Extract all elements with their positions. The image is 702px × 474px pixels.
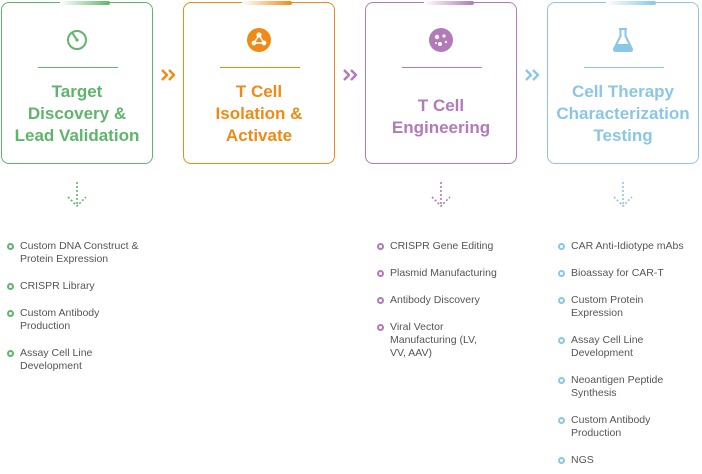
- card-accent-bar: [424, 1, 474, 5]
- stage-title: T Cell Engineering: [366, 95, 516, 139]
- bullet-icon: [7, 310, 14, 317]
- stage-title-line: Target: [51, 82, 103, 101]
- chevron-right-icon: [161, 69, 176, 81]
- stage-title-line: T Cell: [417, 96, 465, 115]
- bullet-icon: [7, 283, 14, 290]
- bullet-icon: [558, 417, 565, 424]
- bullet-icon: [558, 457, 565, 464]
- card-divider: [220, 67, 300, 68]
- card-divider: [584, 67, 664, 68]
- cell-icon: [366, 25, 516, 55]
- down-arrow-icon: [67, 182, 87, 208]
- stage-title-line: Cell Therapy: [571, 82, 675, 101]
- stage-title: Target Discovery & Lead Validation: [2, 81, 152, 147]
- stage-card-target-discovery: Target Discovery & Lead Validation: [1, 1, 153, 164]
- list-item: Viral Vector Manufacturing (LV, VV, AAV): [376, 321, 490, 360]
- network-icon: [184, 25, 334, 55]
- stage-card-t-cell-isolation: T Cell Isolation & Activate: [183, 1, 335, 164]
- stage-title-line: T Cell: [235, 82, 283, 101]
- flask-icon: [548, 25, 698, 55]
- stage-title-line: Activate: [225, 126, 293, 145]
- chevron-right-icon: [343, 69, 358, 81]
- list-item: Antibody Discovery: [376, 294, 526, 307]
- list-item: Plasmid Manufacturing: [376, 267, 526, 280]
- list-item: Assay Cell Line Development: [6, 347, 130, 373]
- list-item: Custom DNA Construct & Protein Expressio…: [6, 240, 156, 266]
- chevron-right-icon: [525, 69, 540, 81]
- bullet-icon: [558, 270, 565, 277]
- stage-title: T Cell Isolation & Activate: [184, 81, 334, 147]
- card-divider: [402, 67, 482, 68]
- list-item: CRISPR Gene Editing: [376, 240, 526, 253]
- list-item: Custom Protein Expression: [557, 294, 671, 320]
- list-item: CAR Anti-Idiotype mAbs: [557, 240, 699, 253]
- bullet-icon: [558, 337, 565, 344]
- list-item: Assay Cell Line Development: [557, 334, 681, 360]
- service-list-cell-therapy-testing: CAR Anti-Idiotype mAbs Bioassay for CAR-…: [557, 240, 699, 467]
- bullet-icon: [558, 297, 565, 304]
- stage-card-cell-therapy-testing: Cell Therapy Characterization Testing: [547, 1, 699, 164]
- list-item: Bioassay for CAR-T: [557, 267, 699, 280]
- stage-title-line: Engineering: [391, 118, 491, 137]
- list-item: NGS: [557, 454, 699, 467]
- service-list-t-cell-engineering: CRISPR Gene Editing Plasmid Manufacturin…: [376, 240, 526, 360]
- down-arrow-icon: [613, 182, 633, 208]
- list-item: CRISPR Library: [6, 280, 156, 293]
- bullet-icon: [558, 243, 565, 250]
- card-accent-bar: [60, 1, 110, 5]
- gauge-icon: [2, 25, 152, 55]
- stage-card-t-cell-engineering: T Cell Engineering: [365, 1, 517, 164]
- list-item: Custom Antibody Production: [557, 414, 676, 440]
- stage-title: Cell Therapy Characterization Testing: [548, 81, 698, 147]
- stage-title-line: Testing: [593, 126, 653, 145]
- bullet-icon: [377, 270, 384, 277]
- stage-title-line: Lead Validation: [14, 126, 140, 145]
- bullet-icon: [377, 243, 384, 250]
- card-accent-bar: [242, 1, 292, 5]
- bullet-icon: [7, 243, 14, 250]
- card-divider: [38, 67, 118, 68]
- bullet-icon: [7, 350, 14, 357]
- down-arrow-icon: [431, 182, 451, 208]
- card-accent-bar: [606, 1, 656, 5]
- stage-title-line: Isolation &: [215, 104, 303, 123]
- bullet-icon: [377, 297, 384, 304]
- list-item: Neoantigen Peptide Synthesis: [557, 374, 686, 400]
- service-list-target-discovery: Custom DNA Construct & Protein Expressio…: [6, 240, 156, 373]
- list-item: Custom Antibody Production: [6, 307, 130, 333]
- bullet-icon: [377, 324, 384, 331]
- stage-title-line: Discovery &: [27, 104, 127, 123]
- bullet-icon: [558, 377, 565, 384]
- stage-title-line: Characterization: [556, 104, 690, 123]
